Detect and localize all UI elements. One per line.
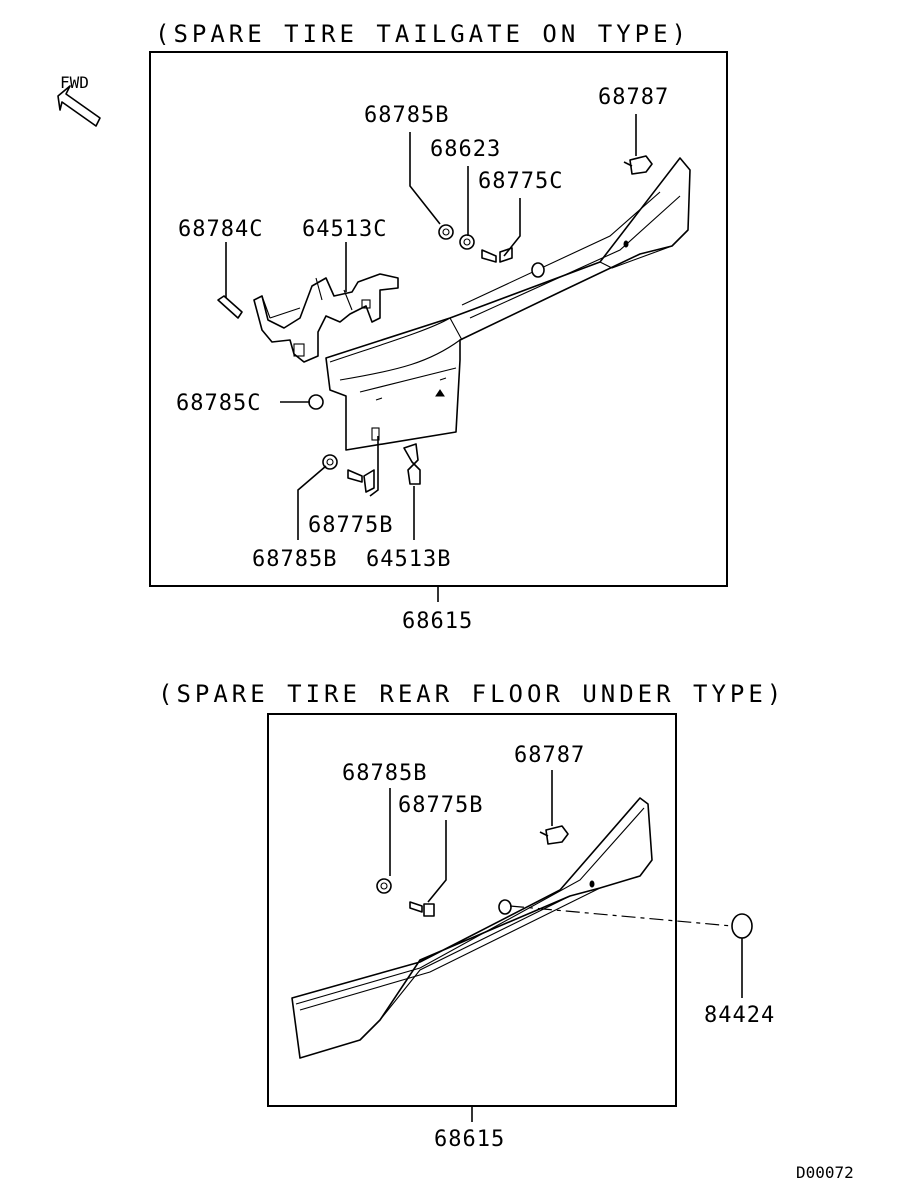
top-leader-lines (225, 114, 637, 602)
clip-64513b (403, 443, 421, 485)
label-68785b-bottom: 68785B (252, 547, 337, 572)
top-garnish-panel (325, 157, 691, 451)
top-section-title: (SPARE TIRE TAILGATE ON TYPE) (155, 20, 690, 48)
label-64513c: 64513C (302, 217, 387, 242)
screw-68775c (481, 249, 497, 263)
label-top-assembly: 68615 (402, 609, 473, 634)
label-68775b: 68775B (308, 513, 393, 538)
fwd-arrow-icon (57, 85, 101, 127)
label-68623: 68623 (430, 137, 501, 162)
nut-68785b-bottom (322, 454, 338, 470)
nut-68785c (308, 394, 324, 410)
label-68775c: 68775C (478, 169, 563, 194)
label-68785b-lower: 68785B (342, 761, 427, 786)
label-68787: 68787 (598, 85, 669, 110)
top-frame (149, 51, 728, 587)
label-84424: 84424 (704, 1003, 775, 1028)
screw-68775b-lower (409, 901, 423, 913)
bottom-fasteners (376, 825, 753, 939)
label-68775b-lower: 68775B (398, 793, 483, 818)
washer-68623 (459, 234, 475, 250)
label-68785b-top: 68785B (364, 103, 449, 128)
screw-68775b (347, 469, 363, 483)
label-68787-lower: 68787 (514, 743, 585, 768)
plug-84424 (731, 913, 753, 939)
bottom-garnish-panel (291, 797, 653, 1059)
clip-68787 (629, 155, 653, 175)
label-bottom-assembly: 68615 (434, 1127, 505, 1152)
screw-68784c (217, 295, 243, 319)
label-64513b: 64513B (366, 547, 451, 572)
diagram-code: D00072 (796, 1163, 854, 1182)
bottom-section-title: (SPARE TIRE REAR FLOOR UNDER TYPE) (158, 680, 785, 708)
nut-68785b-lower (376, 878, 392, 894)
label-68785c: 68785C (176, 391, 261, 416)
bottom-section: (SPARE TIRE REAR FLOOR UNDER TYPE) (158, 680, 785, 1152)
top-section: (SPARE TIRE TAILGATE ON TYPE) FWD (57, 20, 728, 634)
label-68784c: 68784C (178, 217, 263, 242)
bottom-leader-lines (389, 770, 743, 1122)
top-bracket (253, 273, 399, 363)
nut-68785b-top (438, 224, 454, 240)
clip-68787-bottom (545, 825, 569, 845)
fwd-label: FWD (60, 73, 89, 92)
